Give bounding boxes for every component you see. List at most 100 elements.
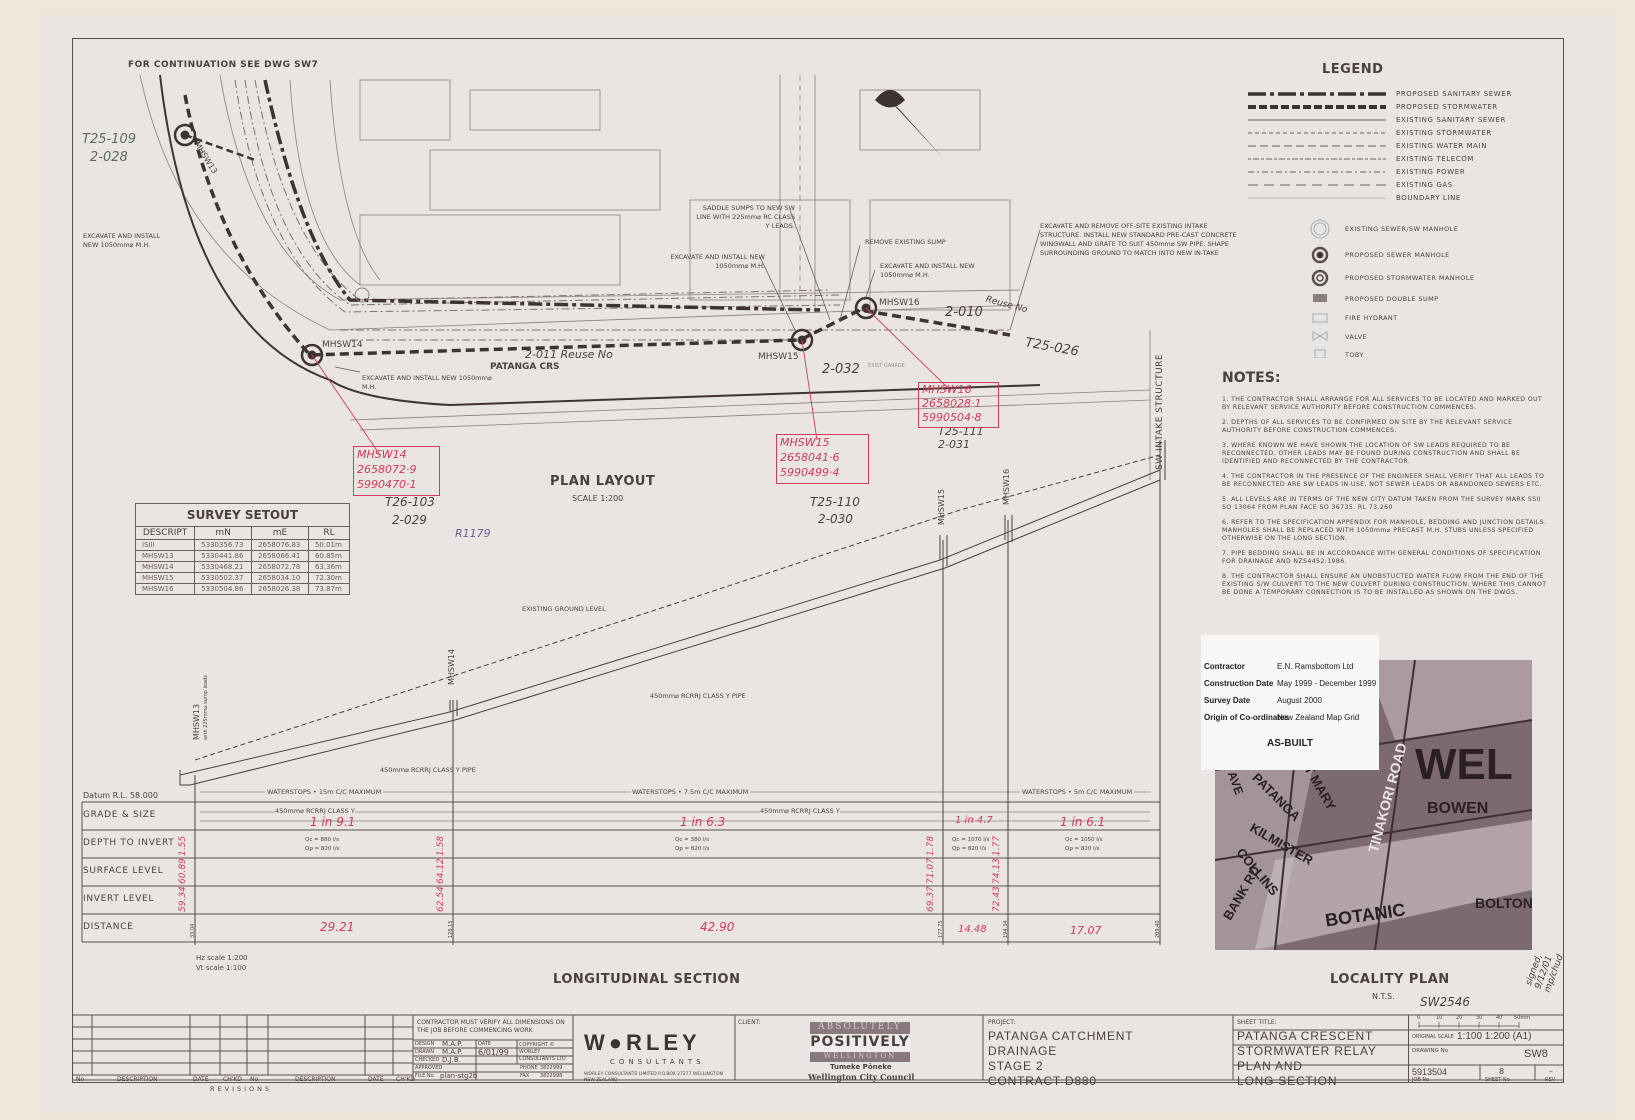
rev-h-date: DATE (193, 1076, 209, 1083)
notes-title: NOTES: (1222, 370, 1281, 386)
hw-t26-103: T26-103 (385, 495, 435, 509)
drawing-frame (72, 38, 1564, 1083)
client-logo-top: ABSOLUTELY (810, 1022, 910, 1034)
worley-sub: CONSULTANTS (610, 1058, 705, 1066)
rev-h-no: No (76, 1076, 85, 1083)
as-built-stamp: Contractor E.N. Ramsbottom Ltd Construct… (1201, 635, 1379, 770)
surface-mh14: 64.12 (436, 858, 446, 884)
continuation-note: FOR CONTINUATION SEE DWG SW7 (128, 60, 319, 70)
waterstops-3: WATERSTOPS • 5m C/C MAXIMUM (1020, 788, 1135, 796)
waterstops-2: WATERSTOPS • 7.5m C/C MAXIMUM (630, 788, 751, 796)
sw-intake-label: SW INTAKE STRUCTURE (1155, 353, 1165, 470)
hw-sw2546: SW2546 (1420, 995, 1471, 1009)
callout-saddle-sumps: SADDLE SUMPS TO NEW SW LINE WITH 225mm⌀ … (696, 204, 795, 230)
legend-symbol-existing-manhole: EXISTING SEWER/SW MANHOLE (1345, 225, 1459, 233)
invert-mh14: 62.54 (436, 886, 446, 912)
distance-2: 42.90 (700, 920, 735, 934)
legend-line-item: EXISTING WATER MAIN (1396, 142, 1488, 150)
pipe-label-1: 450mm⌀ RCRRJ CLASS Y PIPE (650, 692, 746, 700)
chainage: 33.04 (190, 923, 196, 938)
note-item: 7. PIPE BEDDING SHALL BE IN ACCORDANCE W… (1222, 550, 1541, 565)
verify-note: CONTRACTOR MUST VERIFY ALL DIMENSIONS ON… (417, 1019, 565, 1034)
ls-mh16: MHSW16 (1002, 468, 1011, 505)
rev-h-desc: DESCRIPTION (117, 1076, 158, 1083)
row-label-invert: INVERT LEVEL (83, 894, 155, 904)
row-label-grade: GRADE & SIZE (83, 810, 156, 820)
mh14-label: MHSW14 (322, 340, 363, 350)
mh15-label: MHSW15 (758, 352, 799, 362)
project-label: PROJECT: (988, 1019, 1016, 1026)
drawing-number: SW8 (1524, 1048, 1548, 1060)
sheet-title: PATANGA CRESCENT STORMWATER RELAY PLAN A… (1237, 1029, 1377, 1088)
grade-size-2: 450mm⌀ RCRRJ CLASS Y (760, 807, 840, 815)
rev-h-chkd2: CH'KD (396, 1076, 415, 1083)
mh15-coord-box: MHSW15 2658041·6 5990499·4 (776, 434, 869, 484)
map-label-bowen: BOWEN (1427, 800, 1489, 817)
note-item: 3. WHERE KNOWN WE HAVE SHOWN THE LOCATIO… (1222, 442, 1521, 465)
invert-mh13: 59.34 (178, 886, 188, 912)
surface-mh15: 71.07 (926, 858, 936, 884)
hz-scale: Hz scale 1:200 (196, 954, 248, 962)
depth-mh14: 1.58 (436, 835, 446, 856)
legend-line-item: PROPOSED STORMWATER (1396, 103, 1498, 111)
row-label-distance: DISTANCE (83, 922, 134, 932)
callout-excavate-mh16: EXCAVATE AND INSTALL NEW 1050mm⌀ M.H. (880, 262, 975, 279)
callout-excavate-left: EXCAVATE AND INSTALL NEW 1050mm⌀ M.H. (83, 232, 161, 249)
copyright: COPYRIGHT © WORLEY CONSULTANTS LTD (519, 1042, 566, 1062)
legend-lines: PROPOSED SANITARY SEWER PROPOSED STORMWA… (1248, 88, 1558, 218)
map-label-wel: WEL (1415, 740, 1513, 789)
ls-mh13-note: with 225mm⌀ sump leads (203, 675, 209, 740)
legend-symbol-valve: VALVE (1345, 333, 1367, 341)
note-item: 4. THE CONTRACTOR IN THE PRESENCE OF THE… (1222, 473, 1545, 488)
legend-symbol-double-sump: PROPOSED DOUBLE SUMP (1345, 295, 1439, 303)
sheet-title-label: SHEET TITLE: (1237, 1019, 1277, 1026)
note-item: 6. REFER TO THE SPECIFICATION APPENDIX F… (1222, 519, 1547, 542)
plan-scale: SCALE 1:200 (572, 494, 624, 503)
date-value: 6/01/99 (478, 1048, 509, 1057)
depth-mh15: 1.78 (926, 835, 936, 856)
chainage: 209.40 (1155, 920, 1161, 939)
distance-3: 14.48 (958, 924, 987, 935)
ls-mh13: MHSW13 (192, 703, 201, 740)
rev-h-no2: No (250, 1076, 259, 1083)
scale-bar-icon (1418, 1022, 1520, 1028)
invert-mh16: 72.43 (992, 886, 1002, 912)
grade-3: 1 in 4.7 (955, 815, 993, 826)
rev-h-chkd: CH'KD (223, 1076, 242, 1083)
distance-4: 17.07 (1070, 924, 1102, 937)
ls-mh15: MHSW15 (937, 488, 946, 525)
phone-value: 3822999 (540, 1065, 563, 1071)
callout-excavate-mh14: EXCAVATE AND INSTALL NEW 1050mm⌀ M.H. (362, 374, 492, 391)
original-scale-value: 1:100 1:200 (A1) (1457, 1031, 1532, 1042)
project-title: PATANGA CATCHMENT DRAINAGE STAGE 2 CONTR… (988, 1029, 1134, 1088)
legend-line-item: EXISTING TELECOM (1396, 155, 1475, 163)
hw-2-031: 2-031 (938, 438, 970, 451)
legend-line-item: PROPOSED SANITARY SEWER (1396, 90, 1512, 98)
sheet-number: 8 (1499, 1067, 1505, 1076)
depth-mh13: 1.55 (178, 835, 188, 856)
invert-mh15: 69.37 (926, 886, 936, 912)
client-name: Wellington City Council (808, 1072, 915, 1082)
locality-scale: N.T.S. (1372, 992, 1395, 1001)
legend-symbol-sw-manhole: PROPOSED STORMWATER MANHOLE (1345, 274, 1475, 282)
hw-t25-110: T25-110 (810, 495, 860, 509)
row-label-depth: DEPTH TO INVERT (83, 838, 175, 848)
job-number: 5913504 (1412, 1067, 1448, 1077)
street-label: PATANGA CRS (490, 362, 560, 372)
chainage: 194.34 (1003, 920, 1009, 939)
design-value: M.A.P. (442, 1040, 463, 1048)
client-maori: Tumeke Pōneke (830, 1063, 892, 1071)
legend-line-item: EXISTING STORMWATER (1396, 129, 1492, 137)
hw-2-011: 2-011 Reuse No (525, 348, 613, 361)
surface-mh16: 74.13 (992, 858, 1002, 884)
depth-mh16: 1.77 (992, 835, 1002, 856)
hw-2-032: 2-032 (822, 362, 860, 377)
file-no-value: plan-stg2b (440, 1072, 478, 1080)
waterstops-1: WATERSTOPS • 15m C/C MAXIMUM (265, 788, 384, 796)
note-item: 5. ALL LEVELS ARE IN TERMS OF THE NEW CI… (1222, 496, 1542, 511)
